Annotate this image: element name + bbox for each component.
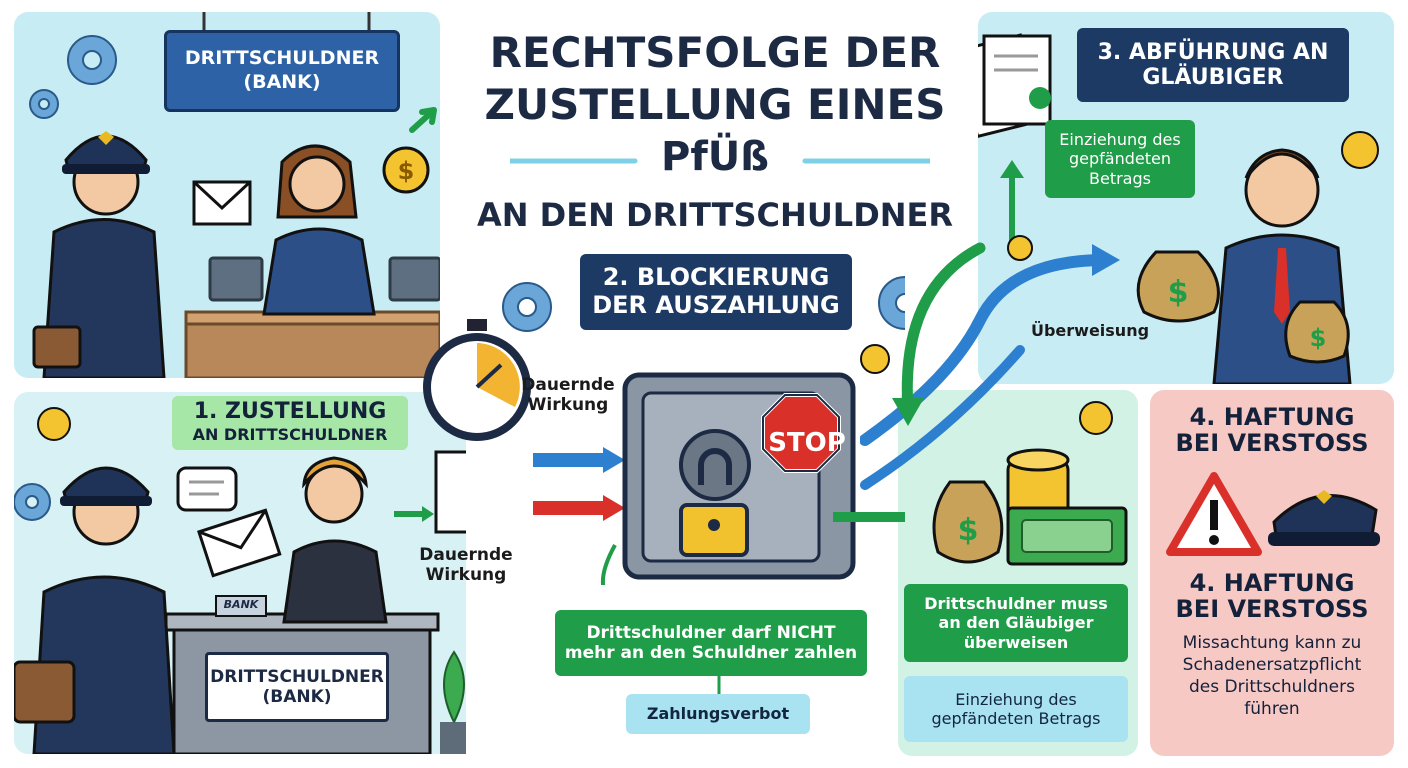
money-bag-icon: $ bbox=[932, 480, 1004, 564]
stop-sign-icon bbox=[761, 393, 841, 473]
svg-text:$: $ bbox=[1310, 324, 1327, 352]
timer-caption: Dauernde Wirkung bbox=[521, 375, 615, 415]
up-arrow-icon bbox=[409, 107, 437, 133]
payment-ban-notice: Drittschuldner darf NICHT mehr an den Sc… bbox=[555, 610, 867, 676]
gear-icon bbox=[14, 483, 51, 521]
envelope-icon bbox=[197, 508, 282, 578]
money-bag-icon: $ bbox=[1136, 250, 1220, 323]
step4-text: Missachtung kann zu Schadenersatzpflicht… bbox=[1182, 633, 1362, 720]
cash-stack-icon bbox=[1006, 506, 1128, 566]
postman-figure bbox=[32, 131, 252, 378]
svg-text:$: $ bbox=[398, 157, 415, 185]
transfer-duty-notice: Drittschuldner muss an den Gläubiger übe… bbox=[904, 584, 1128, 662]
stop-sign-label: STOP bbox=[768, 428, 846, 458]
coin-icon bbox=[860, 344, 890, 374]
document-icon bbox=[434, 450, 466, 534]
step3-bubble: Einziehung des gepfändeten Betrags bbox=[1045, 120, 1195, 198]
police-cap-icon bbox=[1268, 490, 1380, 546]
transfer-arrows bbox=[860, 242, 1120, 490]
gear-icon bbox=[29, 35, 117, 119]
money-bag-icon: $ bbox=[1284, 300, 1350, 364]
payment-ban-tag: Zahlungsverbot bbox=[626, 694, 810, 734]
bank-delivery-illustration: $ bbox=[29, 12, 440, 378]
connector-line bbox=[717, 676, 721, 696]
money-illustration: $ bbox=[932, 401, 1128, 566]
svg-text:$: $ bbox=[1168, 275, 1189, 310]
counter-tag: BANK bbox=[223, 598, 259, 611]
bank-sign-top: DRITTSCHULDNER (BANK) bbox=[164, 30, 400, 112]
panel-step4 bbox=[1150, 390, 1394, 756]
document-stack-icon bbox=[978, 33, 1052, 139]
gear-icon bbox=[502, 276, 905, 332]
doc-caption: Dauernde Wirkung bbox=[419, 545, 513, 585]
step1-label-line1: 1. ZUSTELLUNG bbox=[193, 399, 387, 424]
title-line-2: ZUSTELLUNG EINES bbox=[484, 80, 946, 129]
warning-icon bbox=[1166, 472, 1262, 556]
desk-sign: DRITTSCHULDNER (BANK) bbox=[205, 652, 389, 722]
coin-icon bbox=[1341, 131, 1379, 169]
step2-label: 2. BLOCKIERUNG DER AUSZAHLUNG bbox=[580, 254, 852, 330]
bank-clerk-figure bbox=[262, 144, 376, 316]
title-line-4: AN DEN DRITTSCHULDNER bbox=[476, 196, 954, 234]
title-line-3: PfÜß bbox=[661, 134, 769, 180]
transfer-label: Überweisung bbox=[1030, 321, 1150, 340]
step1-illustration bbox=[14, 407, 466, 754]
coin-icon: $ bbox=[382, 146, 430, 194]
title-line-1: RECHTSFOLGE DER bbox=[489, 28, 941, 77]
svg-text:$: $ bbox=[958, 513, 979, 548]
coin-icon bbox=[37, 407, 71, 441]
step4-illustration bbox=[1166, 472, 1380, 556]
coin-icon bbox=[1007, 235, 1033, 261]
title-divider bbox=[510, 158, 930, 164]
collection-tag: Einziehung des gepfändeten Betrags bbox=[904, 676, 1128, 742]
step4-heading: 4. HAFTUNG BEI VERSTOSS bbox=[1175, 403, 1369, 458]
step1-label-line2: AN DRITTSCHULDNER bbox=[192, 425, 388, 444]
step3-label: 3. ABFÜHRUNG AN GLÄUBIGER bbox=[1077, 28, 1349, 102]
step4-heading-repeat: 4. HAFTUNG BEI VERSTOSS bbox=[1175, 569, 1369, 624]
blocking-illustration bbox=[423, 276, 905, 585]
step1-label-box bbox=[172, 396, 408, 450]
step3-illustration: $ $ bbox=[978, 33, 1379, 384]
coin-icon bbox=[1079, 401, 1113, 435]
stopwatch-icon bbox=[423, 319, 531, 441]
